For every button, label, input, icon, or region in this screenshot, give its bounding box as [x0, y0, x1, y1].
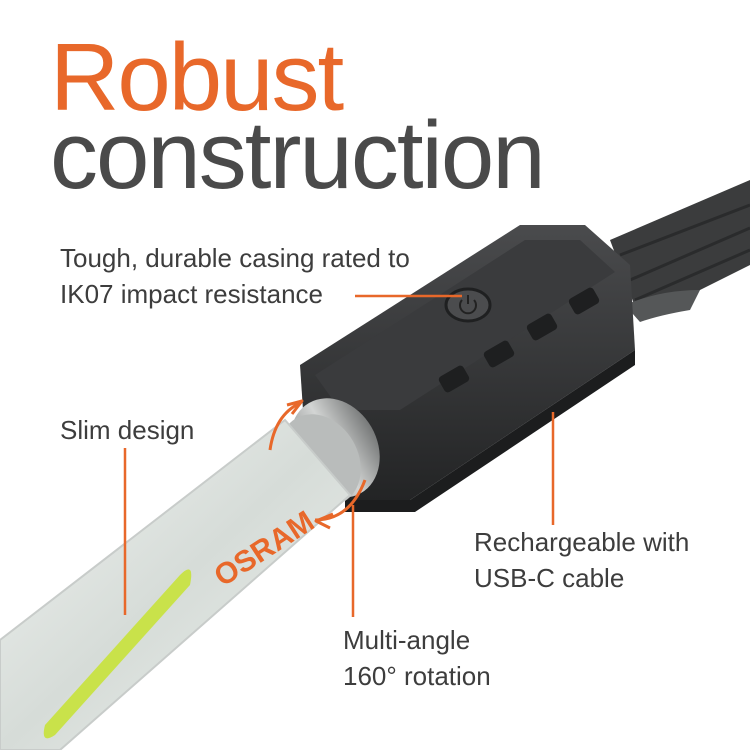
callout-slim-line1: Slim design: [60, 415, 195, 445]
headline-construction: construction: [50, 102, 546, 209]
callout-slim: Slim design: [60, 412, 194, 448]
battery-casing: [300, 225, 635, 512]
wrist-strap: [610, 180, 750, 322]
callout-casing-line2: IK07 impact resistance: [60, 279, 324, 309]
rotation-arrow-icon: [268, 399, 367, 530]
callout-charge-line2: USB-C cable: [474, 563, 625, 593]
headline-robust: Robust: [50, 24, 344, 131]
callout-leader-lines: [123, 294, 555, 617]
lamp-tube: OSRAM: [0, 418, 352, 750]
callout-rotation: Multi-angle 160° rotation: [343, 622, 491, 694]
callout-charge-line1: Rechargeable with: [474, 527, 690, 557]
callout-charge: Rechargeable with USB-C cable: [474, 524, 689, 596]
power-button-icon: [444, 287, 492, 323]
callout-rotation-line2: 160° rotation: [343, 661, 491, 691]
callout-casing: Tough, durable casing rated to IK07 impa…: [60, 240, 410, 312]
callout-casing-line1: Tough, durable casing rated to: [60, 243, 410, 273]
callout-rotation-line1: Multi-angle: [343, 625, 471, 655]
